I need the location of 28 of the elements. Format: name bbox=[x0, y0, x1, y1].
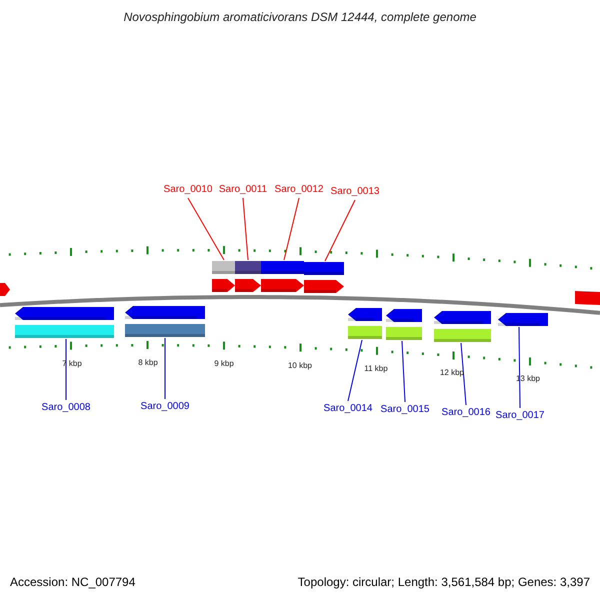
gene-feature bbox=[212, 261, 235, 292]
gene-label: Saro_0009 bbox=[133, 400, 197, 413]
footer-text: Topology: circular; Length: 3,561,584 bp; Genes: 3,397 bbox=[298, 576, 590, 588]
leader-line bbox=[460, 342, 466, 406]
gene-feature bbox=[434, 311, 491, 342]
scale-label: 9 kbp bbox=[213, 358, 235, 370]
footer-text: Accession: NC_007794 bbox=[10, 576, 136, 588]
leader-line bbox=[188, 198, 224, 260]
gene-feature bbox=[15, 307, 114, 338]
gene-feature bbox=[348, 308, 382, 339]
gene-feature bbox=[498, 313, 548, 326]
gene-feature bbox=[235, 261, 261, 292]
leader-line bbox=[164, 338, 166, 400]
title: Novosphingobium aromaticivorans DSM 12444, complete genome bbox=[122, 11, 478, 23]
gene-label: Saro_0008 bbox=[34, 401, 98, 414]
leader-line bbox=[284, 198, 300, 260]
leader-line bbox=[402, 340, 406, 402]
leader-line bbox=[518, 326, 520, 408]
leader-line bbox=[348, 340, 362, 402]
gene-feature bbox=[125, 306, 205, 337]
gene-feature bbox=[386, 309, 422, 340]
scale-label: 8 kbp bbox=[137, 357, 159, 369]
scale-label: 11 kbp bbox=[363, 362, 389, 375]
gene-feature bbox=[304, 262, 344, 293]
leader-line bbox=[242, 198, 248, 260]
scale-label: 10 kbp bbox=[286, 360, 314, 372]
leader-line bbox=[324, 200, 356, 262]
gene-feature bbox=[261, 261, 304, 292]
